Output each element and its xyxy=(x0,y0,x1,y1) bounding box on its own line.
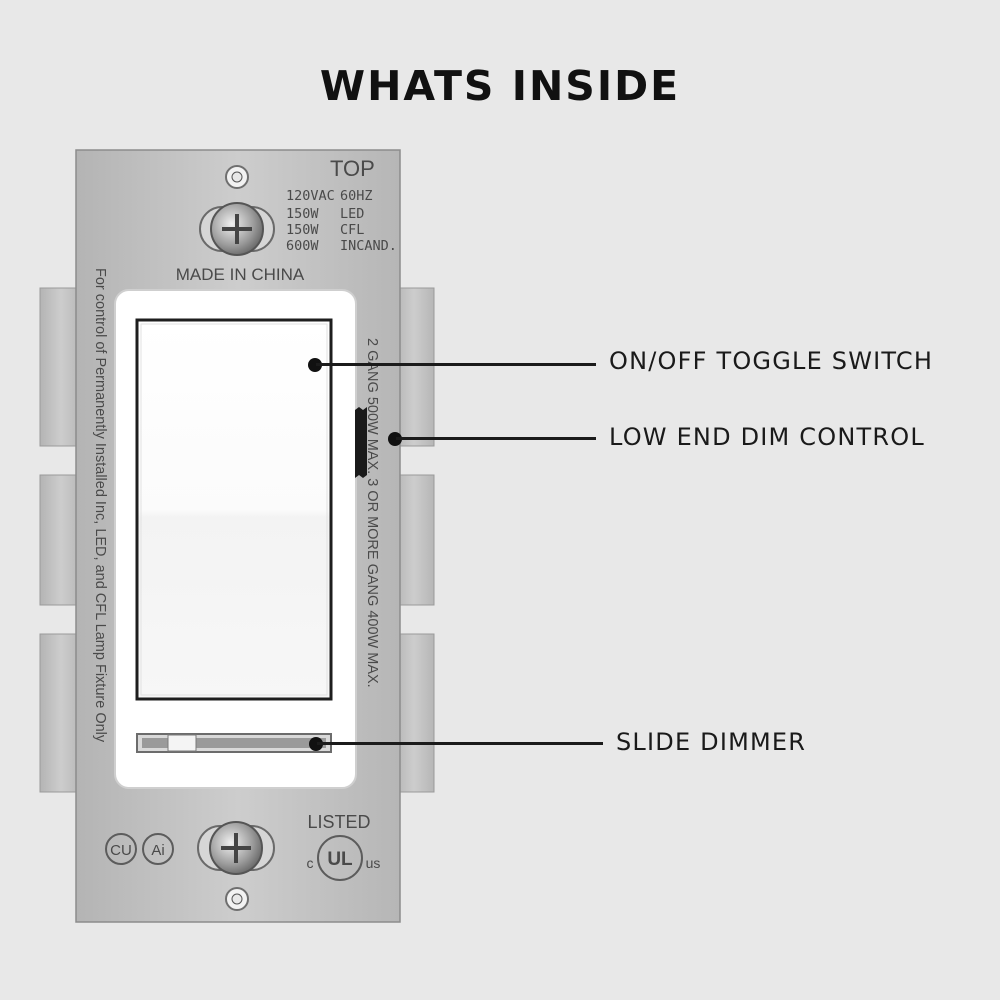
rating-unit: LED xyxy=(340,206,364,222)
svg-text:CU: CU xyxy=(110,842,132,859)
ul-mark-icon: UL c us xyxy=(307,835,381,881)
rating-unit: 60HZ xyxy=(340,188,373,204)
left-side-text: For control of Permanently Installed Inc… xyxy=(92,268,108,743)
listed-label: LISTED xyxy=(307,812,370,832)
slide-callout-dot xyxy=(309,737,323,751)
rating-value: 120VAC xyxy=(286,188,335,204)
slide-callout-line xyxy=(317,742,603,745)
bottom-screw-icon xyxy=(197,821,275,875)
slide-callout-label: SLIDE DIMMER xyxy=(616,728,807,756)
rating-value: 150W xyxy=(286,206,319,222)
low-end-callout-dot xyxy=(388,432,402,446)
low-end-callout-line xyxy=(396,437,596,440)
slide-dimmer-knob[interactable] xyxy=(167,734,197,752)
ratings-block: 120VAC 60HZ 150W LED 150W CFL 600W INCAN… xyxy=(286,188,397,254)
low-end-dim-wheel[interactable] xyxy=(355,407,367,478)
slide-dimmer[interactable] xyxy=(136,733,332,753)
low-end-callout-label: LOW END DIM CONTROL xyxy=(609,423,925,451)
page-title: WHATS INSIDE xyxy=(319,62,681,110)
right-side-text: 2 GANG 500W MAX. 3 OR MORE GANG 400W MAX… xyxy=(364,338,380,688)
svg-text:us: us xyxy=(366,855,381,871)
toggle-callout-dot xyxy=(308,358,322,372)
svg-text:c: c xyxy=(307,855,314,871)
top-screw-icon xyxy=(199,202,275,256)
rating-unit: INCAND. xyxy=(340,238,397,254)
toggle-callout-label: ON/OFF TOGGLE SWITCH xyxy=(609,347,934,375)
toggle-callout-line xyxy=(316,363,596,366)
made-in-label: MADE IN CHINA xyxy=(176,265,305,284)
svg-text:UL: UL xyxy=(327,849,353,870)
ai-cert-mark: Ai xyxy=(142,833,174,865)
top-label: TOP xyxy=(330,156,375,181)
rating-value: 600W xyxy=(286,238,319,254)
toggle-paddle[interactable] xyxy=(135,318,333,701)
cu-cert-mark: CU xyxy=(105,833,137,865)
svg-text:Ai: Ai xyxy=(151,842,164,859)
rating-value: 150W xyxy=(286,222,319,238)
rating-unit: CFL xyxy=(340,222,364,238)
left-mounting-tabs xyxy=(39,287,83,793)
